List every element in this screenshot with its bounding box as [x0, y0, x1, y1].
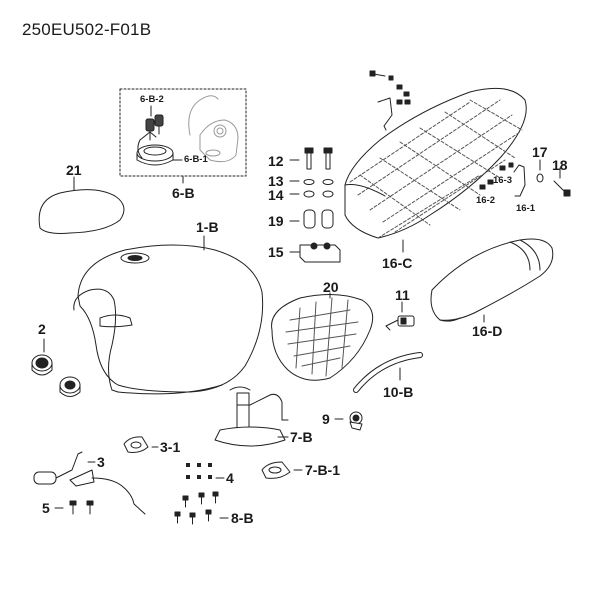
label-15: 15 — [268, 244, 284, 260]
label-18: 18 — [552, 157, 568, 173]
diagram-code: 250EU502-F01B — [22, 20, 152, 39]
valve-9 — [349, 411, 363, 431]
label-16-2: 16-2 — [476, 195, 496, 206]
label-11: 11 — [395, 287, 410, 303]
label-10-B: 10-B — [383, 384, 414, 400]
knob-parts — [31, 354, 81, 397]
label-6-B-1: 6-B-1 — [184, 154, 208, 165]
side-cover-part — [38, 189, 125, 234]
bracket-16-1 — [513, 164, 526, 197]
label-20: 20 — [323, 279, 339, 295]
label-7-B: 7-B — [290, 429, 313, 445]
gasket-7-B-1 — [261, 461, 291, 479]
label-16-D: 16-D — [472, 323, 503, 339]
seat-16-D-part — [430, 238, 554, 322]
nut-14a — [303, 190, 315, 198]
label-4: 4 — [226, 470, 234, 486]
keys-part — [145, 114, 164, 141]
bolt-18 — [553, 180, 571, 197]
mount-block-15 — [299, 242, 341, 263]
fuel-pump-7-B — [214, 386, 289, 447]
label-17: 17 — [532, 144, 548, 160]
gasket-3-1 — [123, 436, 149, 453]
spacers-19 — [303, 209, 334, 229]
label-7-B-1: 7-B-1 — [305, 462, 341, 478]
label-13: 13 — [268, 173, 284, 189]
nuts-4 — [186, 463, 212, 479]
fuel-tank-part — [73, 244, 264, 395]
gas-cap-part — [136, 131, 174, 166]
label-1-B: 1-B — [196, 219, 219, 235]
seat-bracket — [369, 70, 411, 131]
label-12: 12 — [268, 153, 284, 169]
label-16-C: 16-C — [382, 255, 413, 271]
detail-box-6-B — [119, 88, 247, 177]
label-5: 5 — [42, 500, 50, 516]
label-14: 14 — [268, 187, 284, 203]
sensor-11 — [385, 315, 415, 331]
label-8-B: 8-B — [231, 510, 254, 526]
label-21: 21 — [66, 162, 82, 178]
screws-5 — [69, 500, 94, 515]
label-9: 9 — [322, 411, 330, 427]
label-19: 19 — [268, 213, 284, 229]
seat-16-C-part — [344, 87, 527, 239]
screws-8-B — [174, 491, 219, 525]
label-2: 2 — [38, 321, 46, 337]
label-3-1: 3-1 — [160, 439, 181, 455]
bolts-12 — [304, 147, 333, 170]
label-16-1: 16-1 — [516, 203, 536, 214]
label-6-B: 6-B — [172, 185, 195, 201]
washer-13a — [303, 179, 315, 185]
label-6-B-2: 6-B-2 — [140, 94, 164, 105]
label-16-3: 16-3 — [493, 175, 513, 186]
lock-housing-part — [188, 95, 239, 163]
knee-pad-20-part — [271, 294, 374, 381]
label-3: 3 — [97, 454, 105, 470]
fuel-sender-3 — [33, 451, 146, 515]
